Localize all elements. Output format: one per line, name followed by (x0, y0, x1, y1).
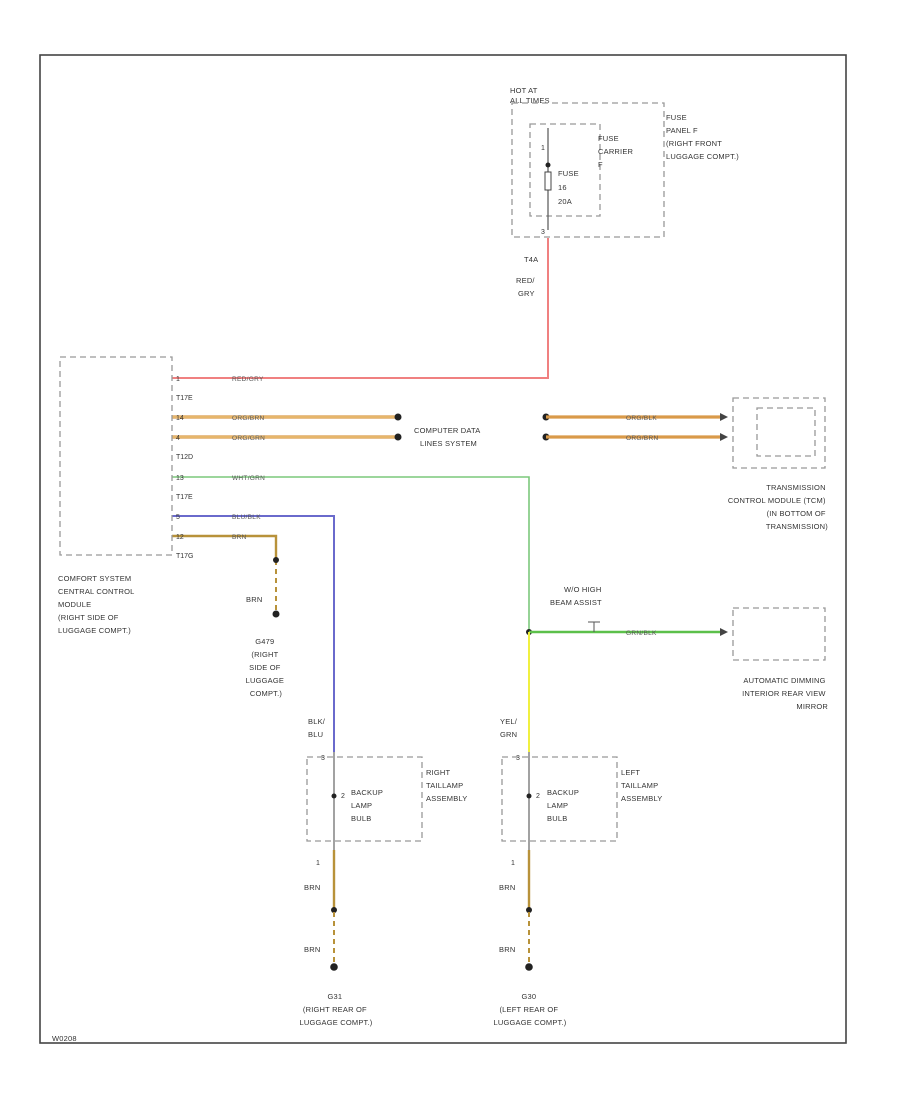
comfort-module: 1 T17E 14 4 T12D 13 T17E 5 12 T17G COMFO… (58, 356, 194, 635)
wire-label-red-gry: RED/GRY (232, 376, 264, 383)
left-taillamp-box (501, 756, 618, 842)
wire-label-tcm-org-blk: ORG/BLK (626, 415, 657, 422)
right-ground-wire-label-1: BRN (304, 883, 320, 892)
module-pin-6: 12 (176, 534, 184, 541)
wire-blu-blk (172, 515, 335, 752)
g479-ground (272, 610, 280, 618)
mirror-label: AUTOMATIC DIMMING INTERIOR REAR VIEW MIR… (742, 676, 828, 711)
tcm-arrow-1 (720, 413, 728, 421)
module-connector-2: T12D (176, 454, 193, 461)
module-pin-2: 14 (176, 415, 184, 422)
module-connector-1: T17E (176, 395, 193, 402)
g31-ground (330, 963, 338, 971)
right-taillamp-label: RIGHT TAILLAMP ASSEMBLY (426, 768, 467, 803)
tcm-inner-box (756, 407, 816, 457)
left-taillamp-pin-3: 3 (516, 755, 520, 762)
mirror-arrow (720, 628, 728, 636)
fuse-node-top (545, 162, 551, 168)
g30-ground (525, 963, 533, 971)
wire-label-blu-blk: BLU/BLK (232, 514, 261, 521)
right-taillamp-box (306, 756, 423, 842)
left-ground-wire-label-1: BRN (499, 883, 515, 892)
splice-label: W/O HIGH BEAM ASSIST (550, 585, 604, 607)
wire-label-grn-blk: GRN/BLK (626, 630, 657, 637)
footer-code: W0208 (52, 1034, 77, 1043)
module-pin-4: 13 (176, 475, 184, 482)
comfort-module-label: COMFORT SYSTEM CENTRAL CONTROL MODULE (R… (58, 574, 137, 635)
right-bulb-label: BACKUP LAMP BULB (351, 788, 385, 823)
right-taillamp-pin-2: 2 (341, 793, 345, 800)
diagram-frame (39, 54, 847, 1044)
tcm-box (732, 397, 826, 469)
wire-red-gry (172, 238, 549, 379)
data-lines-label: COMPUTER DATA LINES SYSTEM (414, 426, 482, 448)
fuse-wire-color: RED/ GRY (516, 276, 537, 298)
tcm-label: TRANSMISSION CONTROL MODULE (TCM) (IN BO… (728, 483, 828, 531)
left-taillamp-label: LEFT TAILLAMP ASSEMBLY (621, 768, 662, 803)
left-bulb-label: BACKUP LAMP BULB (547, 788, 581, 823)
left-bulb-node (526, 793, 532, 799)
fuse-carrier-box (529, 123, 601, 217)
module-pin-3: 4 (176, 435, 180, 442)
fuse-panel: HOT AT ALL TIMES FUSE CARRIER F FUSE PAN… (510, 86, 739, 298)
left-taillamp-pin-2: 2 (536, 793, 540, 800)
fuse-panel-label: FUSE PANEL F (RIGHT FRONT LUGGAGE COMPT.… (666, 113, 739, 161)
wire-brn-g479 (172, 534, 278, 560)
hot-at-label: HOT AT ALL TIMES (510, 86, 550, 105)
fuse-carrier-label: FUSE CARRIER F (598, 134, 635, 169)
mirror-box (732, 607, 826, 661)
wire-label-wht-grn: WHT/GRN (232, 475, 265, 482)
right-ground-node (331, 907, 337, 913)
fuse-pin-bottom: 3 (541, 229, 545, 236)
tcm-arrow-2 (720, 433, 728, 441)
left-taillamp: YEL/ GRN 3 2 BACKUP LAMP BULB LEFT TAILL… (493, 717, 662, 1027)
left-ground-node (526, 907, 532, 913)
right-taillamp-pin-1: 1 (316, 860, 320, 867)
wire-label-brn: BRN (232, 534, 247, 541)
fuse-panel-box (511, 102, 665, 238)
g31-label: G31 (RIGHT REAR OF LUGGAGE COMPT.) (299, 992, 372, 1027)
right-taillamp: BLK/ BLU 3 2 BACKUP LAMP BULB RIGHT TAIL… (299, 717, 467, 1027)
left-taillamp-wire-color: YEL/ GRN (500, 717, 519, 739)
wire-wht-grn (172, 476, 530, 632)
g479-label: G479 (RIGHT SIDE OF LUGGAGE COMPT.) (246, 637, 287, 698)
right-ground-wire-label-2: BRN (304, 945, 320, 954)
module-pin-5: 5 (176, 514, 180, 521)
fuse-symbol (544, 171, 552, 191)
left-ground-wire-label-2: BRN (499, 945, 515, 954)
module-pin-1: 1 (176, 376, 180, 383)
g30-label: G30 (LEFT REAR OF LUGGAGE COMPT.) (493, 992, 566, 1027)
right-bulb-node (331, 793, 337, 799)
g479-wire-label: BRN (246, 595, 262, 604)
wire-label-tcm-org-brn: ORG/BRN (626, 435, 658, 442)
fuse-connector-label: T4A (524, 255, 538, 264)
module-connector-4: T17G (176, 553, 194, 560)
right-taillamp-pin-3: 3 (321, 755, 325, 762)
g479-node-top (273, 557, 279, 563)
data-lines-node-2 (394, 433, 402, 441)
module-connector-3: T17E (176, 494, 193, 501)
right-taillamp-wire-color: BLK/ BLU (308, 717, 327, 739)
wire-label-org-grn: ORG/GRN (232, 435, 265, 442)
wire-label-org-brn: ORG/BRN (232, 415, 264, 422)
fuse-label: FUSE 16 20A (558, 169, 581, 206)
comfort-module-box (59, 356, 173, 556)
fuse-pin-top: 1 (541, 145, 545, 152)
left-taillamp-pin-1: 1 (511, 860, 515, 867)
data-lines-node-1 (394, 413, 402, 421)
